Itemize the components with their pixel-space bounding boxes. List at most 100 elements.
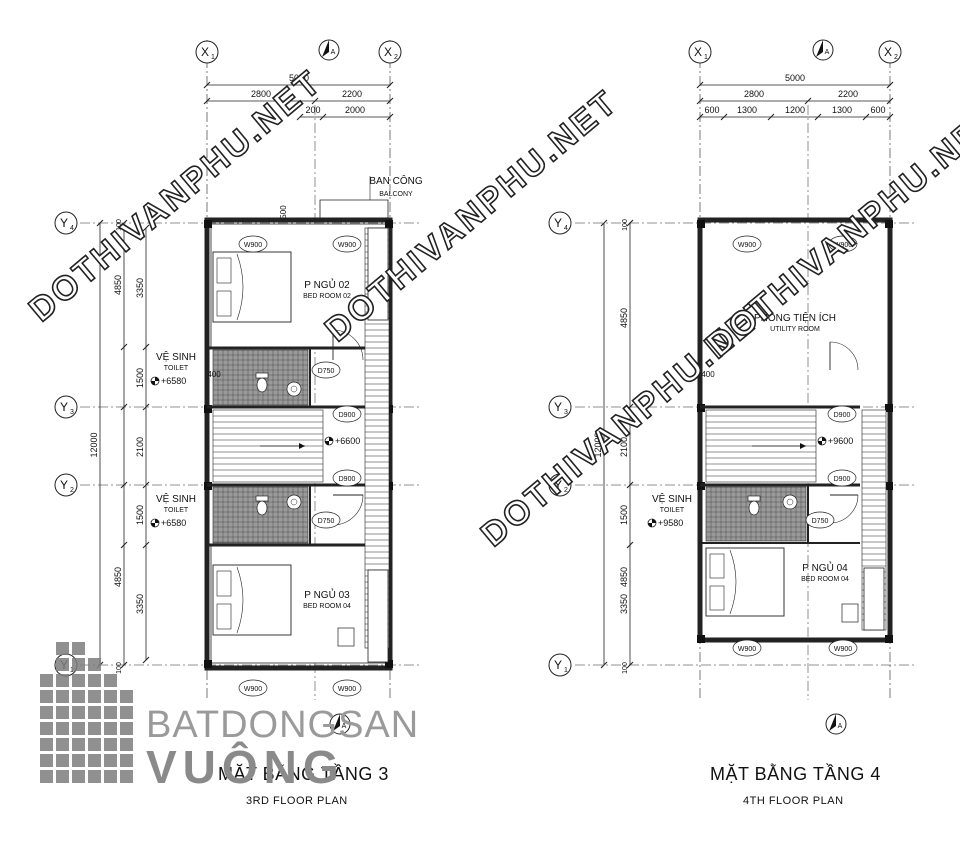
- p3-dim-100b: 100: [116, 662, 123, 674]
- p3-dim-sub-a: 200: [305, 105, 320, 115]
- p3-toilet-top-vn: VỆ SINH: [156, 350, 196, 363]
- p4-bubble-y3-label: Y: [554, 400, 562, 414]
- p4-tick: [626, 541, 634, 549]
- p4-dim-4850a: 4850: [619, 308, 629, 328]
- p4-dim-100b: 100: [622, 662, 629, 674]
- p4-tick: [804, 97, 812, 105]
- p3-dim-2100: 2100: [135, 437, 145, 457]
- p4-tick: [626, 481, 634, 489]
- p3-bubble-y4-label: Y: [60, 216, 68, 230]
- plan3-subtitle: 3RD FLOOR PLAN: [246, 795, 348, 807]
- p4-toilet-sink-drain: [786, 498, 794, 506]
- p3-door-toilet-top-swing: [332, 329, 364, 361]
- p3-door-label-3-text: D900: [339, 476, 356, 483]
- p4-bubble-x2-index: 2: [894, 54, 898, 61]
- p4-section-mark-arrow: [829, 714, 836, 731]
- logo-grid-icon: [40, 642, 133, 783]
- p4-tick: [696, 81, 704, 89]
- p3-toilet-top-wc-tank: [255, 372, 269, 379]
- p4-wardrobe: [863, 567, 885, 631]
- p3-outer-wall: [204, 217, 393, 671]
- p4-bubble-x1-label: X: [694, 45, 702, 59]
- p3-dim-sub-b: 2000: [345, 105, 365, 115]
- p4-bed-sheet: [729, 549, 737, 615]
- p4-level-stair-fill: [822, 437, 826, 441]
- p4-column: [885, 220, 893, 228]
- p4-tick: [600, 219, 608, 227]
- p3-tick: [203, 97, 211, 105]
- p3-tick: [142, 224, 150, 232]
- p3-tick: [386, 81, 394, 89]
- p4-dim-2100: 2100: [619, 437, 629, 457]
- p3-dim-500: 500: [279, 205, 288, 219]
- p3-column: [385, 220, 393, 228]
- p3-tick: [120, 661, 128, 669]
- p4-bed-pillow-2: [709, 585, 725, 611]
- p4-door-utility-swing: [829, 341, 859, 371]
- p3-bubble-y3-label: Y: [60, 400, 68, 414]
- p3-bed-bottom-pillow-2: [216, 603, 232, 630]
- p3-dim-total: 5000: [289, 73, 309, 83]
- p4-bubble-y4-index: 4: [564, 225, 568, 232]
- p4-door-label-1-text: D900: [834, 412, 851, 419]
- p4-door-toilet-swing: [829, 494, 859, 524]
- p3-dim-left: 2800: [251, 89, 271, 99]
- p3-level-toilet-top-text: +6580: [161, 376, 186, 386]
- p3-bed-top-pillow-2: [216, 290, 232, 317]
- p3-north-mark-label: A: [331, 49, 336, 56]
- p3-tick: [386, 113, 394, 121]
- p4-dim-s4: 1300: [832, 105, 852, 115]
- p3-toilet-bottom-en: TOILET: [164, 507, 189, 514]
- p3-door-label-4-text: D750: [318, 518, 335, 525]
- p4-bubble-x2: [878, 40, 902, 64]
- p4-bubble-y3-index: 3: [564, 409, 568, 416]
- p4-door-label-1: [827, 405, 857, 423]
- p4-column: [697, 220, 705, 228]
- p4-dim-4850b: 4850: [619, 567, 629, 587]
- p4-window-bottom-2: [828, 639, 858, 657]
- p3-dim-400: 400: [207, 370, 221, 379]
- p4-column: [885, 404, 893, 412]
- p3-level-toilet-top-fill2: [151, 381, 155, 385]
- p4-room-en: BED ROOM 04: [801, 576, 849, 583]
- p3-bubble-y2: [54, 473, 78, 497]
- p3-toilet-bottom-wc: [256, 500, 268, 516]
- p4-dim-400: 400: [701, 370, 715, 379]
- p3-window-bottom-1-text: W900: [244, 686, 262, 693]
- p4-bubble-y1-label: Y: [554, 658, 562, 672]
- p4-bubble-y3: [548, 395, 572, 419]
- logo-line1: BATDONGSAN: [146, 704, 420, 746]
- p4-level-stair-text: +9600: [828, 436, 853, 446]
- p3-level-toilet-bottom-fill: [155, 519, 159, 523]
- p3-level-stair-fill: [329, 437, 333, 441]
- p3-dim-4850b: 4850: [113, 567, 123, 587]
- p3-bubble-x2-index: 2: [394, 54, 398, 61]
- p3-dim-3350b: 3350: [135, 594, 145, 614]
- p3-tick: [142, 343, 150, 351]
- p4-dim-s1: 600: [704, 105, 719, 115]
- p3-bubble-y4-index: 4: [70, 225, 74, 232]
- p4-dim-12000: 12000: [593, 432, 603, 457]
- p3-column: [204, 660, 212, 668]
- p3-wardrobe-bottom: [367, 569, 389, 663]
- p3-balcony-vn: BAN CÔNG: [369, 174, 423, 187]
- p3-bubble-y3-index: 3: [70, 409, 74, 416]
- p4-north-mark-arrow: [816, 40, 823, 57]
- p4-door-label-3-text: D750: [812, 518, 829, 525]
- p3-dim-12000: 12000: [89, 432, 99, 457]
- plan4-title: MẶT BẰNG TẦNG 4: [710, 764, 881, 784]
- p4-column: [885, 635, 893, 643]
- p3-dim-3350a: 3350: [135, 278, 145, 298]
- p4-tick: [626, 661, 634, 669]
- p3-bed-bottom-sheet: [236, 566, 244, 634]
- p4-utility-vn: PHÒNG TIỆN ÍCH: [754, 311, 836, 324]
- p4-window-bottom-1: [732, 639, 762, 657]
- logo: BATDONGSAN VUÔNG: [34, 640, 418, 793]
- p3-section-mark-arrow: [333, 714, 340, 731]
- p3-window-top-2-text: W900: [338, 242, 356, 249]
- p3-bubble-x1-label: X: [201, 45, 209, 59]
- p4-bubble-x1: [688, 40, 712, 64]
- p3-dim-1500b: 1500: [135, 505, 145, 525]
